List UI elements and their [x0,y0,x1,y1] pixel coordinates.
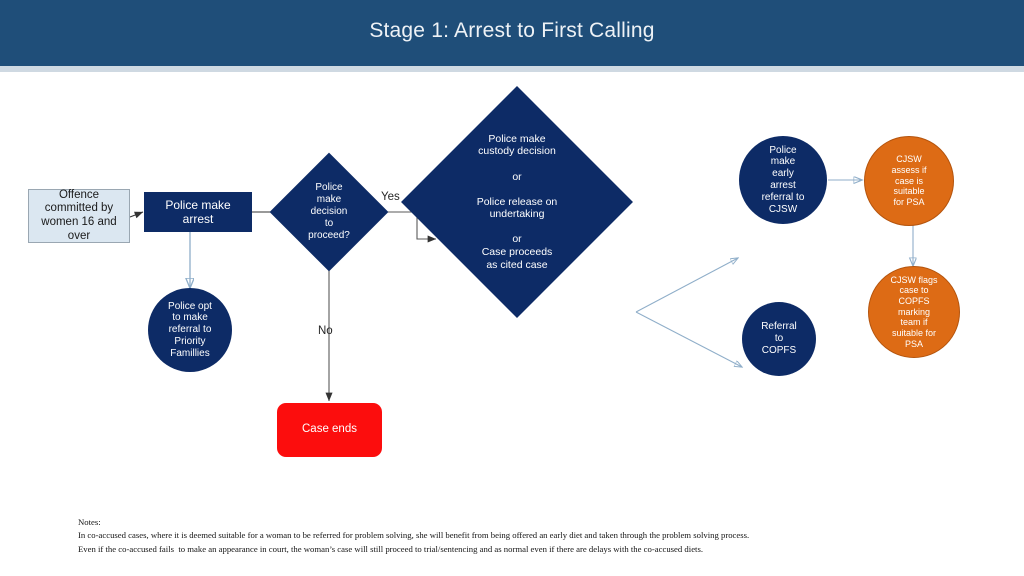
page-title: Stage 1: Arrest to First Calling [369,19,655,42]
notes-line-2: Even if the co-accused fails to make an … [78,543,704,554]
node-cjsw-assess-suitability-psa[interactable]: CJSW assess if case is suitable for PSA [864,136,954,226]
notes-heading: Notes: [78,517,101,527]
edge-custody-to-early-referral [635,258,738,313]
header-accent-strip [0,66,1024,72]
flowchart-canvas: Offence committed by women 16 and over P… [0,72,1024,576]
custody-diamond-label: Police make custody decision or Police r… [476,132,558,271]
notes-block: Notes: In co-accused cases, where it is … [78,516,978,556]
node-decision-police-make-decision-to-proceed[interactable]: Police make decision to proceed? [269,152,389,272]
header-bar [0,0,1024,66]
edge-label-no: No [318,325,333,337]
notes-line-1: In co-accused cases, where it is deemed … [78,530,750,541]
node-referral-to-copfs[interactable]: Referral to COPFS [742,302,816,376]
node-police-early-arrest-referral-cjsw[interactable]: Police make early arrest referral to CJS… [739,136,827,224]
edge-label-yes: Yes [381,191,400,203]
node-police-make-arrest[interactable]: Police make arrest [144,192,252,232]
node-offence-committed[interactable]: Offence committed by women 16 and over [28,189,130,243]
node-cjsw-flags-case-to-copfs[interactable]: CJSW flags case to COPFS marking team if… [868,266,960,358]
node-police-opt-referral-priority-families[interactable]: Police opt to make referral to Priority … [148,288,232,372]
decision-diamond-label: Police make decision to proceed? [308,182,350,241]
node-custody-decision[interactable]: Police make custody decision or Police r… [401,86,633,318]
edge-offence-to-arrest [129,211,144,219]
node-case-ends[interactable]: Case ends [277,403,382,457]
edge-custody-to-referral-copfs [635,311,742,367]
